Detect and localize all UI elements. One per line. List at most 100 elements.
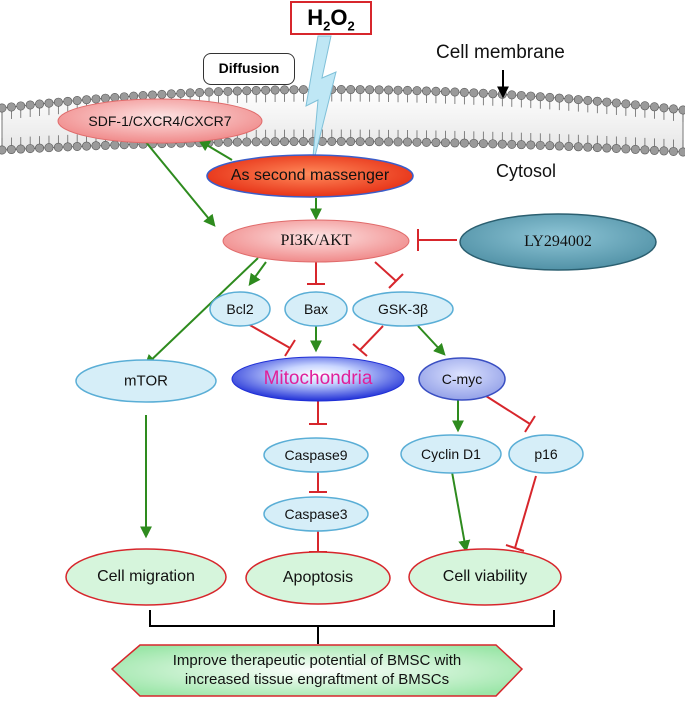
lipid-head xyxy=(611,143,621,153)
lipid-head xyxy=(35,99,45,109)
cell-membrane-label: Cell membrane xyxy=(436,42,565,63)
lightning-bolt-icon xyxy=(305,35,337,169)
gsk3b-node[interactable] xyxy=(352,291,454,327)
lipid-head xyxy=(640,101,650,111)
lipid-head xyxy=(242,86,252,96)
mitochondria-node[interactable] xyxy=(231,356,405,402)
lipid-head xyxy=(459,87,469,97)
lipid-head xyxy=(611,98,621,108)
lipid-head xyxy=(573,142,583,152)
lipid-head xyxy=(649,145,659,155)
lipid-head xyxy=(280,85,290,95)
membrane-lipid-heads-bottom xyxy=(0,129,685,157)
lipid-head xyxy=(497,139,507,149)
lipid-head xyxy=(16,144,26,154)
lipid-head xyxy=(545,141,555,151)
lipid-head xyxy=(412,86,422,96)
lipid-head xyxy=(63,142,73,152)
lipid-head xyxy=(421,137,431,147)
bcl2-node[interactable] xyxy=(209,291,271,327)
lipid-head xyxy=(440,87,450,97)
ly294002-node[interactable] xyxy=(459,213,657,271)
lipid-head xyxy=(157,89,167,99)
lipid-head xyxy=(478,139,488,149)
lipid-head xyxy=(0,103,7,113)
pi3k-akt-node[interactable] xyxy=(222,219,410,263)
lipid-head xyxy=(336,137,346,147)
lipid-head xyxy=(431,86,441,96)
mtor-label: mTOR xyxy=(124,372,168,390)
outcome-line-2: increased tissue engraftment of BMSCs xyxy=(184,671,450,688)
lipid-head xyxy=(640,145,650,155)
p16-node[interactable] xyxy=(508,434,584,474)
lipid-head xyxy=(573,95,583,105)
caspase3-node[interactable] xyxy=(263,496,369,532)
lipid-head xyxy=(659,146,669,156)
mtor-node[interactable] xyxy=(75,359,217,403)
lipid-head xyxy=(270,85,280,95)
lipid-head xyxy=(232,137,242,147)
lipid-head xyxy=(678,105,685,115)
second-messenger-label: As second massenger xyxy=(230,167,390,184)
lipid-head xyxy=(507,139,517,149)
apoptosis-node[interactable] xyxy=(245,551,391,605)
lipid-head xyxy=(412,137,422,147)
cyclin-d1-node[interactable] xyxy=(400,434,502,474)
lipid-head xyxy=(365,85,375,95)
lipid-head xyxy=(592,96,602,106)
lipid-head xyxy=(16,101,26,111)
lipid-head xyxy=(6,145,16,155)
lipid-head xyxy=(147,90,157,100)
bax-node[interactable] xyxy=(284,291,348,327)
activation-arrows xyxy=(140,139,471,553)
lipid-head xyxy=(251,85,261,95)
lipid-head xyxy=(242,137,252,147)
second-messenger-node[interactable] xyxy=(206,154,414,198)
lipid-head xyxy=(621,99,631,109)
lipid-head xyxy=(251,137,261,147)
lipid-head xyxy=(63,96,73,106)
lipid-head xyxy=(403,137,413,147)
lipid-head xyxy=(82,141,92,151)
lipid-head xyxy=(82,95,92,105)
caspase9-node[interactable] xyxy=(263,437,369,473)
lipid-head xyxy=(393,85,403,95)
lipid-head xyxy=(185,88,195,98)
receptor-node[interactable] xyxy=(57,98,263,144)
cell-viability-node[interactable] xyxy=(408,548,562,606)
lipid-head xyxy=(440,138,450,148)
lipid-head xyxy=(346,137,356,147)
lipid-head xyxy=(526,140,536,150)
lipid-head xyxy=(223,137,233,147)
lipid-head xyxy=(659,103,669,113)
lipid-head xyxy=(110,140,120,150)
lipid-head xyxy=(327,136,337,146)
lipid-head xyxy=(365,137,375,147)
lipid-head xyxy=(630,144,640,154)
lipid-head xyxy=(564,94,574,104)
outcome-bracket xyxy=(149,610,555,644)
cmyc-node[interactable] xyxy=(418,357,506,401)
lipid-head xyxy=(403,85,413,95)
lipid-head xyxy=(488,139,498,149)
gsk3b-label: GSK-3β xyxy=(377,301,429,317)
lipid-head xyxy=(261,85,271,95)
cell-migration-node[interactable] xyxy=(65,548,227,606)
lipid-head xyxy=(270,137,280,147)
lipid-head xyxy=(469,138,479,148)
caspase3-label: Caspase3 xyxy=(284,506,348,522)
lipid-head xyxy=(44,143,54,153)
inhibition-lines xyxy=(247,229,537,553)
lipid-head xyxy=(374,137,384,147)
lipid-head xyxy=(166,89,176,99)
lipid-head xyxy=(72,141,82,151)
lipid-head xyxy=(526,91,536,101)
lipid-head xyxy=(507,90,517,100)
outcome-box[interactable] xyxy=(110,644,524,697)
receptor-label: SDF-1/CXCR4/CXCR7 xyxy=(88,113,232,129)
lipid-head xyxy=(374,85,384,95)
lipid-head xyxy=(176,88,186,98)
lipid-head xyxy=(261,137,271,147)
lipid-head xyxy=(232,86,242,96)
lipid-head xyxy=(204,87,214,97)
